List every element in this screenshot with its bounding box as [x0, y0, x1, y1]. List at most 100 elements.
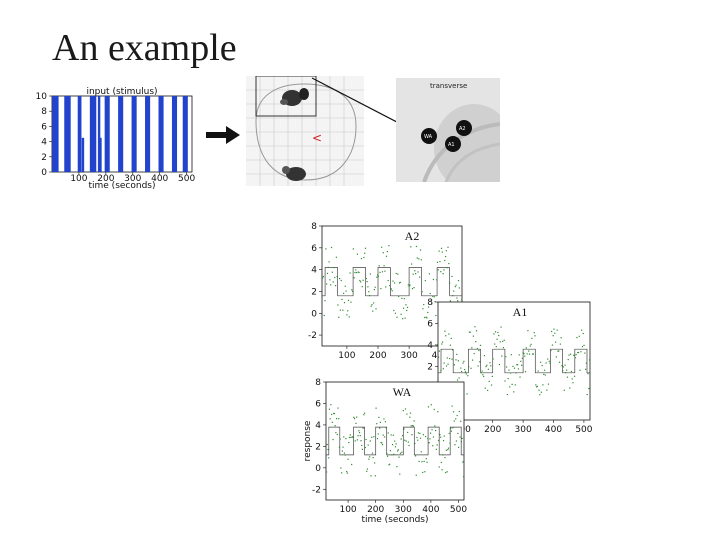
x-tick-label: 200 — [369, 351, 386, 361]
data-point — [436, 444, 438, 446]
data-point — [562, 366, 565, 368]
data-point — [497, 331, 499, 334]
data-point — [448, 262, 450, 265]
data-point — [561, 365, 563, 367]
data-point — [462, 362, 464, 364]
data-point — [444, 255, 447, 258]
data-point — [399, 452, 402, 454]
data-point — [417, 432, 420, 434]
data-point — [387, 279, 389, 282]
data-point — [531, 337, 533, 339]
data-point — [522, 352, 524, 354]
data-point — [452, 294, 454, 297]
data-point — [330, 413, 333, 416]
data-point — [451, 358, 453, 360]
data-point — [586, 393, 588, 396]
data-point — [506, 393, 508, 396]
data-point — [427, 311, 429, 314]
data-point — [483, 355, 486, 357]
data-point — [327, 448, 329, 451]
data-point — [566, 376, 569, 378]
data-point — [363, 256, 365, 259]
data-point — [349, 272, 351, 274]
data-point — [422, 471, 424, 474]
data-point — [333, 412, 335, 415]
data-point — [479, 361, 481, 363]
data-point — [551, 330, 553, 333]
data-point — [452, 427, 454, 429]
stimulus-bar — [119, 96, 122, 172]
data-point — [440, 461, 442, 464]
data-point — [395, 443, 397, 445]
data-point — [455, 440, 458, 442]
data-point — [384, 270, 386, 272]
data-point — [548, 360, 550, 362]
x-tick-label: 200 — [97, 174, 114, 184]
data-point — [376, 423, 378, 425]
data-point — [528, 353, 531, 355]
data-point — [447, 447, 450, 449]
data-point — [396, 466, 398, 468]
stimulus-bar — [159, 96, 163, 172]
stimulus-bar — [118, 96, 121, 172]
transverse-slice-image: transverse A2 A1 WA — [396, 78, 514, 192]
data-point — [398, 456, 400, 458]
data-point — [535, 384, 537, 386]
data-point — [448, 432, 450, 435]
data-point — [427, 437, 429, 440]
data-point — [580, 351, 582, 353]
data-point — [529, 345, 531, 347]
data-point — [391, 454, 393, 456]
data-point — [381, 444, 384, 446]
stimulus-bar — [81, 137, 85, 172]
data-point — [428, 273, 430, 275]
data-point — [331, 421, 333, 423]
data-point — [475, 330, 478, 332]
data-point — [477, 365, 479, 367]
data-point — [361, 448, 364, 450]
data-point — [436, 261, 439, 263]
data-point — [498, 334, 500, 337]
data-point — [435, 314, 437, 317]
data-point — [331, 271, 333, 273]
data-point — [394, 440, 396, 442]
data-point — [564, 364, 566, 366]
data-point — [585, 368, 587, 370]
data-point — [348, 316, 350, 318]
data-point — [392, 434, 394, 436]
data-point — [334, 425, 336, 427]
data-point — [344, 454, 346, 456]
data-point — [412, 424, 414, 427]
data-point — [557, 350, 559, 352]
data-point — [432, 278, 435, 281]
data-point — [388, 464, 390, 466]
data-point — [393, 453, 395, 455]
data-point — [398, 295, 400, 298]
stimulus-bar — [65, 96, 69, 172]
data-point — [432, 436, 435, 438]
data-point — [346, 472, 348, 474]
data-point — [372, 457, 374, 459]
data-point — [582, 332, 584, 335]
data-point — [419, 276, 421, 278]
data-point — [371, 304, 373, 306]
data-point — [456, 379, 459, 381]
data-point — [517, 364, 519, 366]
data-point — [532, 353, 535, 355]
x-tick-label: 500 — [178, 174, 195, 184]
data-point — [570, 353, 572, 355]
data-point — [466, 393, 468, 395]
data-point — [368, 458, 370, 460]
data-point — [521, 357, 523, 359]
data-point — [386, 455, 389, 457]
data-point — [550, 349, 552, 352]
data-point — [359, 434, 361, 437]
stimulus-bar — [185, 96, 188, 172]
data-point — [335, 256, 337, 258]
data-point — [539, 394, 541, 396]
data-point — [443, 435, 445, 437]
data-point — [405, 304, 407, 306]
data-point — [371, 436, 373, 438]
data-point — [330, 246, 333, 249]
data-point — [507, 377, 509, 380]
